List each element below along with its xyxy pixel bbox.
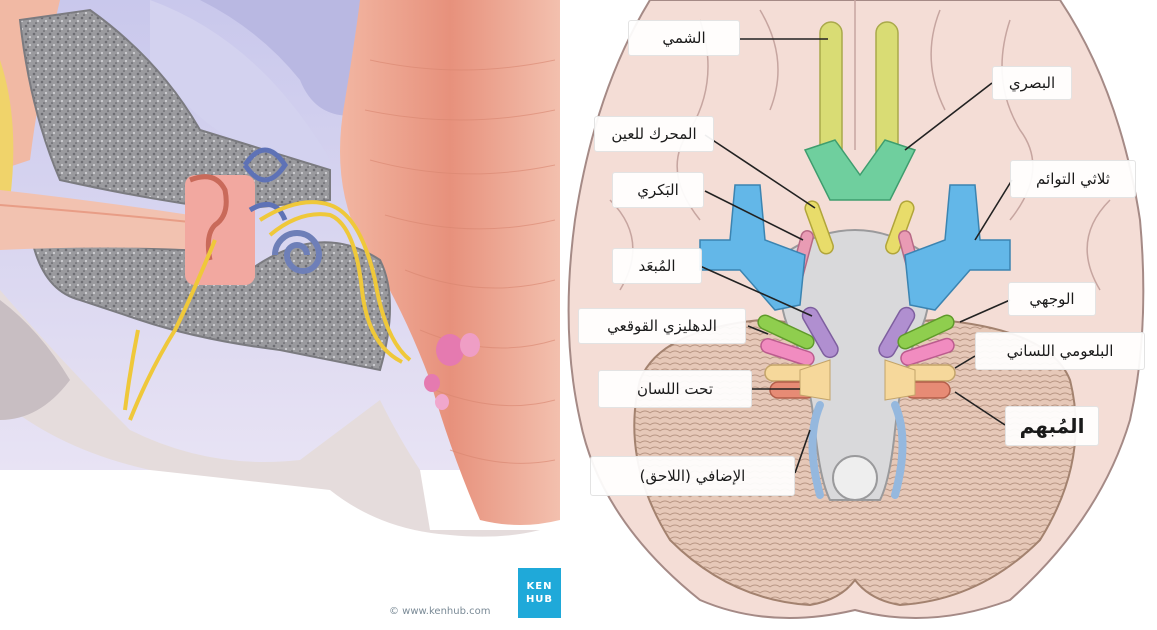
label-accessory: الإضافي (اللاحق): [590, 456, 795, 496]
label-abducens: المُبعَد: [612, 248, 702, 284]
label-vagus: المُبهم: [1005, 406, 1099, 446]
label-hypoglossal: تحت اللسان: [598, 370, 752, 408]
credit-text: © www.kenhub.com: [389, 606, 490, 617]
label-glossopharyngeal: البلعومي اللساني: [975, 332, 1145, 370]
label-oculomotor: المحرك للعين: [594, 116, 714, 152]
label-olfactory: الشمي: [628, 20, 740, 56]
logo-line-1: KEN: [527, 580, 553, 593]
label-vestibulocochlear: الدهليزي القوقعي: [578, 308, 746, 344]
label-trochlear: البَكري: [612, 172, 704, 208]
spinal-cord-section: [833, 456, 877, 500]
label-optic: البصري: [992, 66, 1072, 100]
logo-line-2: HUB: [526, 593, 553, 606]
kenhub-logo: KEN HUB: [518, 568, 561, 618]
label-trigeminal: ثلاثي التوائم: [1010, 160, 1136, 198]
tympanic-cavity: [185, 175, 255, 285]
label-facial: الوجهي: [1008, 282, 1096, 316]
ear-cross-section-illustration: [0, 0, 560, 630]
